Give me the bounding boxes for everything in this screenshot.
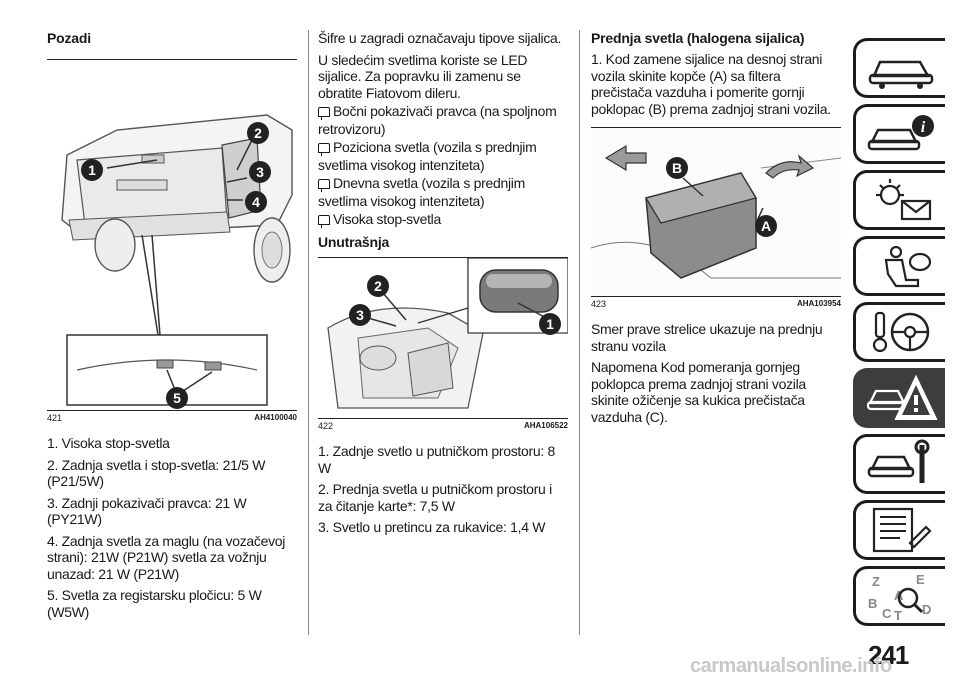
car-info-icon: i bbox=[867, 115, 934, 151]
callout-4: 4 bbox=[252, 194, 260, 210]
index-letter: B bbox=[868, 596, 877, 611]
warning-light-mail-icon bbox=[875, 179, 931, 221]
list-item: 2. Zadnja svetla i stop-svetla: 21/5 W (… bbox=[47, 456, 266, 490]
column-divider-1 bbox=[308, 30, 309, 635]
callout-5: 5 bbox=[173, 390, 181, 406]
callout-2: 2 bbox=[254, 125, 262, 141]
bulb-bullet-icon bbox=[318, 143, 330, 156]
figure-number: 421 bbox=[47, 413, 63, 423]
index-letter: T bbox=[894, 608, 902, 622]
index-letter: D bbox=[922, 602, 931, 617]
air-cleaner-illustration: B A bbox=[591, 128, 841, 296]
list-item: 5. Svetla za registarsku pločicu: 5 W (W… bbox=[47, 587, 262, 620]
interior-lights-illustration: 1 2 3 bbox=[327, 258, 568, 409]
tab-info[interactable]: i bbox=[853, 104, 945, 164]
figure-caption-423: 423 AHA103954 bbox=[591, 299, 841, 321]
note-paragraph: Napomena Kod pomeranja gornjeg poklopca … bbox=[591, 359, 806, 425]
list-item: 2. Prednja svetla u putničkom prostoru i… bbox=[318, 481, 552, 514]
figure-code: AHA106522 bbox=[523, 421, 568, 430]
list-item: 4. Zadnja svetla za maglu (na vozačevoj … bbox=[47, 532, 286, 582]
column-rear-lights: Pozadi 1 bbox=[47, 30, 297, 625]
svg-text:i: i bbox=[920, 119, 925, 136]
watermark: carmanualsonline.info bbox=[690, 655, 892, 677]
figure-number: 422 bbox=[318, 421, 334, 431]
step-paragraph: 1. Kod zamene sijalice na desnoj strani … bbox=[591, 51, 831, 117]
alphabetical-index-icon: Z E B A C T D bbox=[868, 572, 931, 622]
list-item: 3. Svetlo u pretincu za rukavice: 1,4 W bbox=[318, 519, 546, 535]
figure-code: AHA103954 bbox=[796, 299, 841, 308]
list-item: Visoka stop-svetla bbox=[318, 210, 568, 228]
airbag-seat-icon bbox=[884, 245, 931, 288]
index-letter: C bbox=[882, 606, 892, 621]
tab-safety[interactable] bbox=[853, 236, 945, 296]
callout-B: B bbox=[672, 160, 682, 176]
car-dashboard-icon bbox=[868, 60, 933, 89]
car-wrench-icon bbox=[867, 439, 929, 483]
tab-index[interactable]: Z E B A C T D bbox=[853, 566, 945, 626]
tab-starting-driving[interactable] bbox=[853, 302, 945, 362]
intro-paragraph: U sledećim svetlima koriste se LED sijal… bbox=[318, 51, 528, 101]
callout-3: 3 bbox=[356, 307, 364, 323]
list-item: Dnevna svetla (vozila s prednjim svetlim… bbox=[318, 175, 525, 209]
rear-lights-illustration: 1 2 3 4 5 bbox=[61, 114, 293, 409]
bulb-bullet-icon bbox=[318, 179, 330, 192]
tab-maintenance[interactable] bbox=[853, 434, 945, 494]
note-paragraph: Smer prave strelice ukazuje na prednju s… bbox=[591, 321, 823, 354]
technical-data-icon bbox=[872, 507, 932, 553]
section-heading-halogen: Prednja svetla (halogena sijalica) bbox=[591, 30, 805, 46]
index-letter: Z bbox=[872, 574, 880, 589]
callout-2: 2 bbox=[374, 278, 382, 294]
figure-421: 1 2 3 4 5 bbox=[47, 59, 297, 411]
bulb-bullet-icon bbox=[318, 107, 330, 120]
list-item: 3. Zadnji pokazivači pravca: 21 W (PY21W… bbox=[47, 494, 247, 528]
tab-technical-data[interactable] bbox=[853, 500, 945, 560]
callout-A: A bbox=[761, 218, 771, 234]
column-divider-2 bbox=[579, 30, 580, 635]
tab-dashboard[interactable] bbox=[853, 38, 945, 98]
figure-code: AH4100040 bbox=[254, 413, 297, 422]
index-letter: E bbox=[916, 572, 925, 587]
list-item: Bočni pokazivači pravca (na spoljnom ret… bbox=[318, 103, 557, 137]
section-heading-interior: Unutrašnja bbox=[318, 234, 390, 250]
bulb-bullet-icon bbox=[318, 215, 330, 228]
column-led-and-interior: Šifre u zagradi označavaju tipove sijali… bbox=[318, 30, 568, 541]
callout-3: 3 bbox=[256, 164, 264, 180]
figure-caption-422: 422 AHA106522 bbox=[318, 421, 568, 443]
page-number: 241 bbox=[868, 640, 909, 670]
figure-number: 423 bbox=[591, 299, 607, 309]
figure-caption-421: 421 AH4100040 bbox=[47, 413, 297, 435]
warning-triangle-car-icon bbox=[866, 374, 938, 420]
callout-1: 1 bbox=[88, 162, 96, 178]
callout-1: 1 bbox=[546, 316, 554, 332]
column-halogen-headlights: Prednja svetla (halogena sijalica) 1. Ko… bbox=[591, 30, 841, 430]
tab-emergency[interactable] bbox=[853, 368, 945, 428]
figure-423: B A bbox=[591, 127, 841, 297]
list-item: 1. Zadnje svetlo u putničkom prostoru: 8… bbox=[318, 443, 556, 476]
figure-422: 1 2 3 bbox=[318, 257, 568, 419]
list-item: Poziciona svetla (vozila s prednjim svet… bbox=[318, 139, 537, 173]
steering-wheel-key-icon bbox=[872, 311, 929, 353]
section-heading-rear: Pozadi bbox=[47, 30, 91, 46]
intro-paragraph: Šifre u zagradi označavaju tipove sijali… bbox=[318, 30, 562, 46]
tab-warning-lights[interactable] bbox=[853, 170, 945, 230]
list-item: 1. Visoka stop-svetla bbox=[47, 435, 170, 451]
